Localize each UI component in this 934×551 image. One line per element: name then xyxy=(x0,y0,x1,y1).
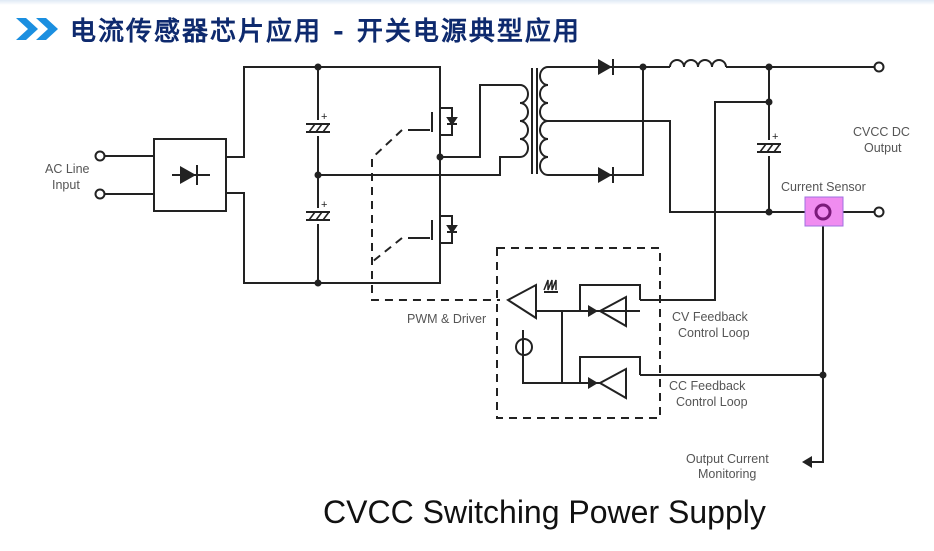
output-inductor xyxy=(669,59,727,68)
cc-error-amp xyxy=(597,367,627,400)
current-sensor-icon xyxy=(814,203,832,221)
cc-loop-label-1: CC Feedback xyxy=(669,379,746,393)
dc-output-terminal-negative xyxy=(873,206,885,218)
ac-input-label-1: AC Line xyxy=(45,162,90,176)
monitor-label-1: Output Current xyxy=(686,452,769,466)
pwm-comparator xyxy=(506,283,537,320)
current-source-icon xyxy=(515,338,533,356)
diagram-caption: CVCC Switching Power Supply xyxy=(323,494,766,530)
cv-loop-label-1: CV Feedback xyxy=(672,310,748,324)
ac-terminal-2 xyxy=(94,188,106,200)
sawtooth-icon xyxy=(543,279,557,291)
cc-loop-label-2: Control Loop xyxy=(676,395,748,409)
slide-header: 电流传感器芯片应用 - 开关电源典型应用 xyxy=(14,9,581,49)
pwm-driver-label: PWM & Driver xyxy=(407,312,486,326)
igbt-switch-bottom xyxy=(408,215,458,244)
igbt-switch-top xyxy=(408,107,458,136)
monitor-arrow-icon xyxy=(802,456,812,468)
rectifier-diode-icon xyxy=(172,165,210,185)
slide-title: 电流传感器芯片应用 - 开关电源典型应用 xyxy=(70,16,581,47)
ac-terminal-1 xyxy=(94,150,106,162)
double-chevron-right-icon xyxy=(16,18,58,40)
controller-block xyxy=(496,247,661,419)
dc-output-label-1: CVCC DC xyxy=(853,125,910,139)
dc-output-terminal-positive xyxy=(873,61,885,73)
output-diode-top xyxy=(598,59,614,75)
cv-loop-label-2: Control Loop xyxy=(678,326,750,340)
bridge-rectifier xyxy=(153,138,227,212)
ac-input-label-2: Input xyxy=(52,178,80,192)
current-sensor-label: Current Sensor xyxy=(781,180,866,194)
current-sensor xyxy=(804,196,844,227)
cv-error-amp xyxy=(597,295,627,328)
top-accent-bar xyxy=(0,0,934,5)
dc-output-label-2: Output xyxy=(864,141,902,155)
output-diode-bottom xyxy=(598,167,614,183)
monitor-label-2: Monitoring xyxy=(698,467,756,481)
